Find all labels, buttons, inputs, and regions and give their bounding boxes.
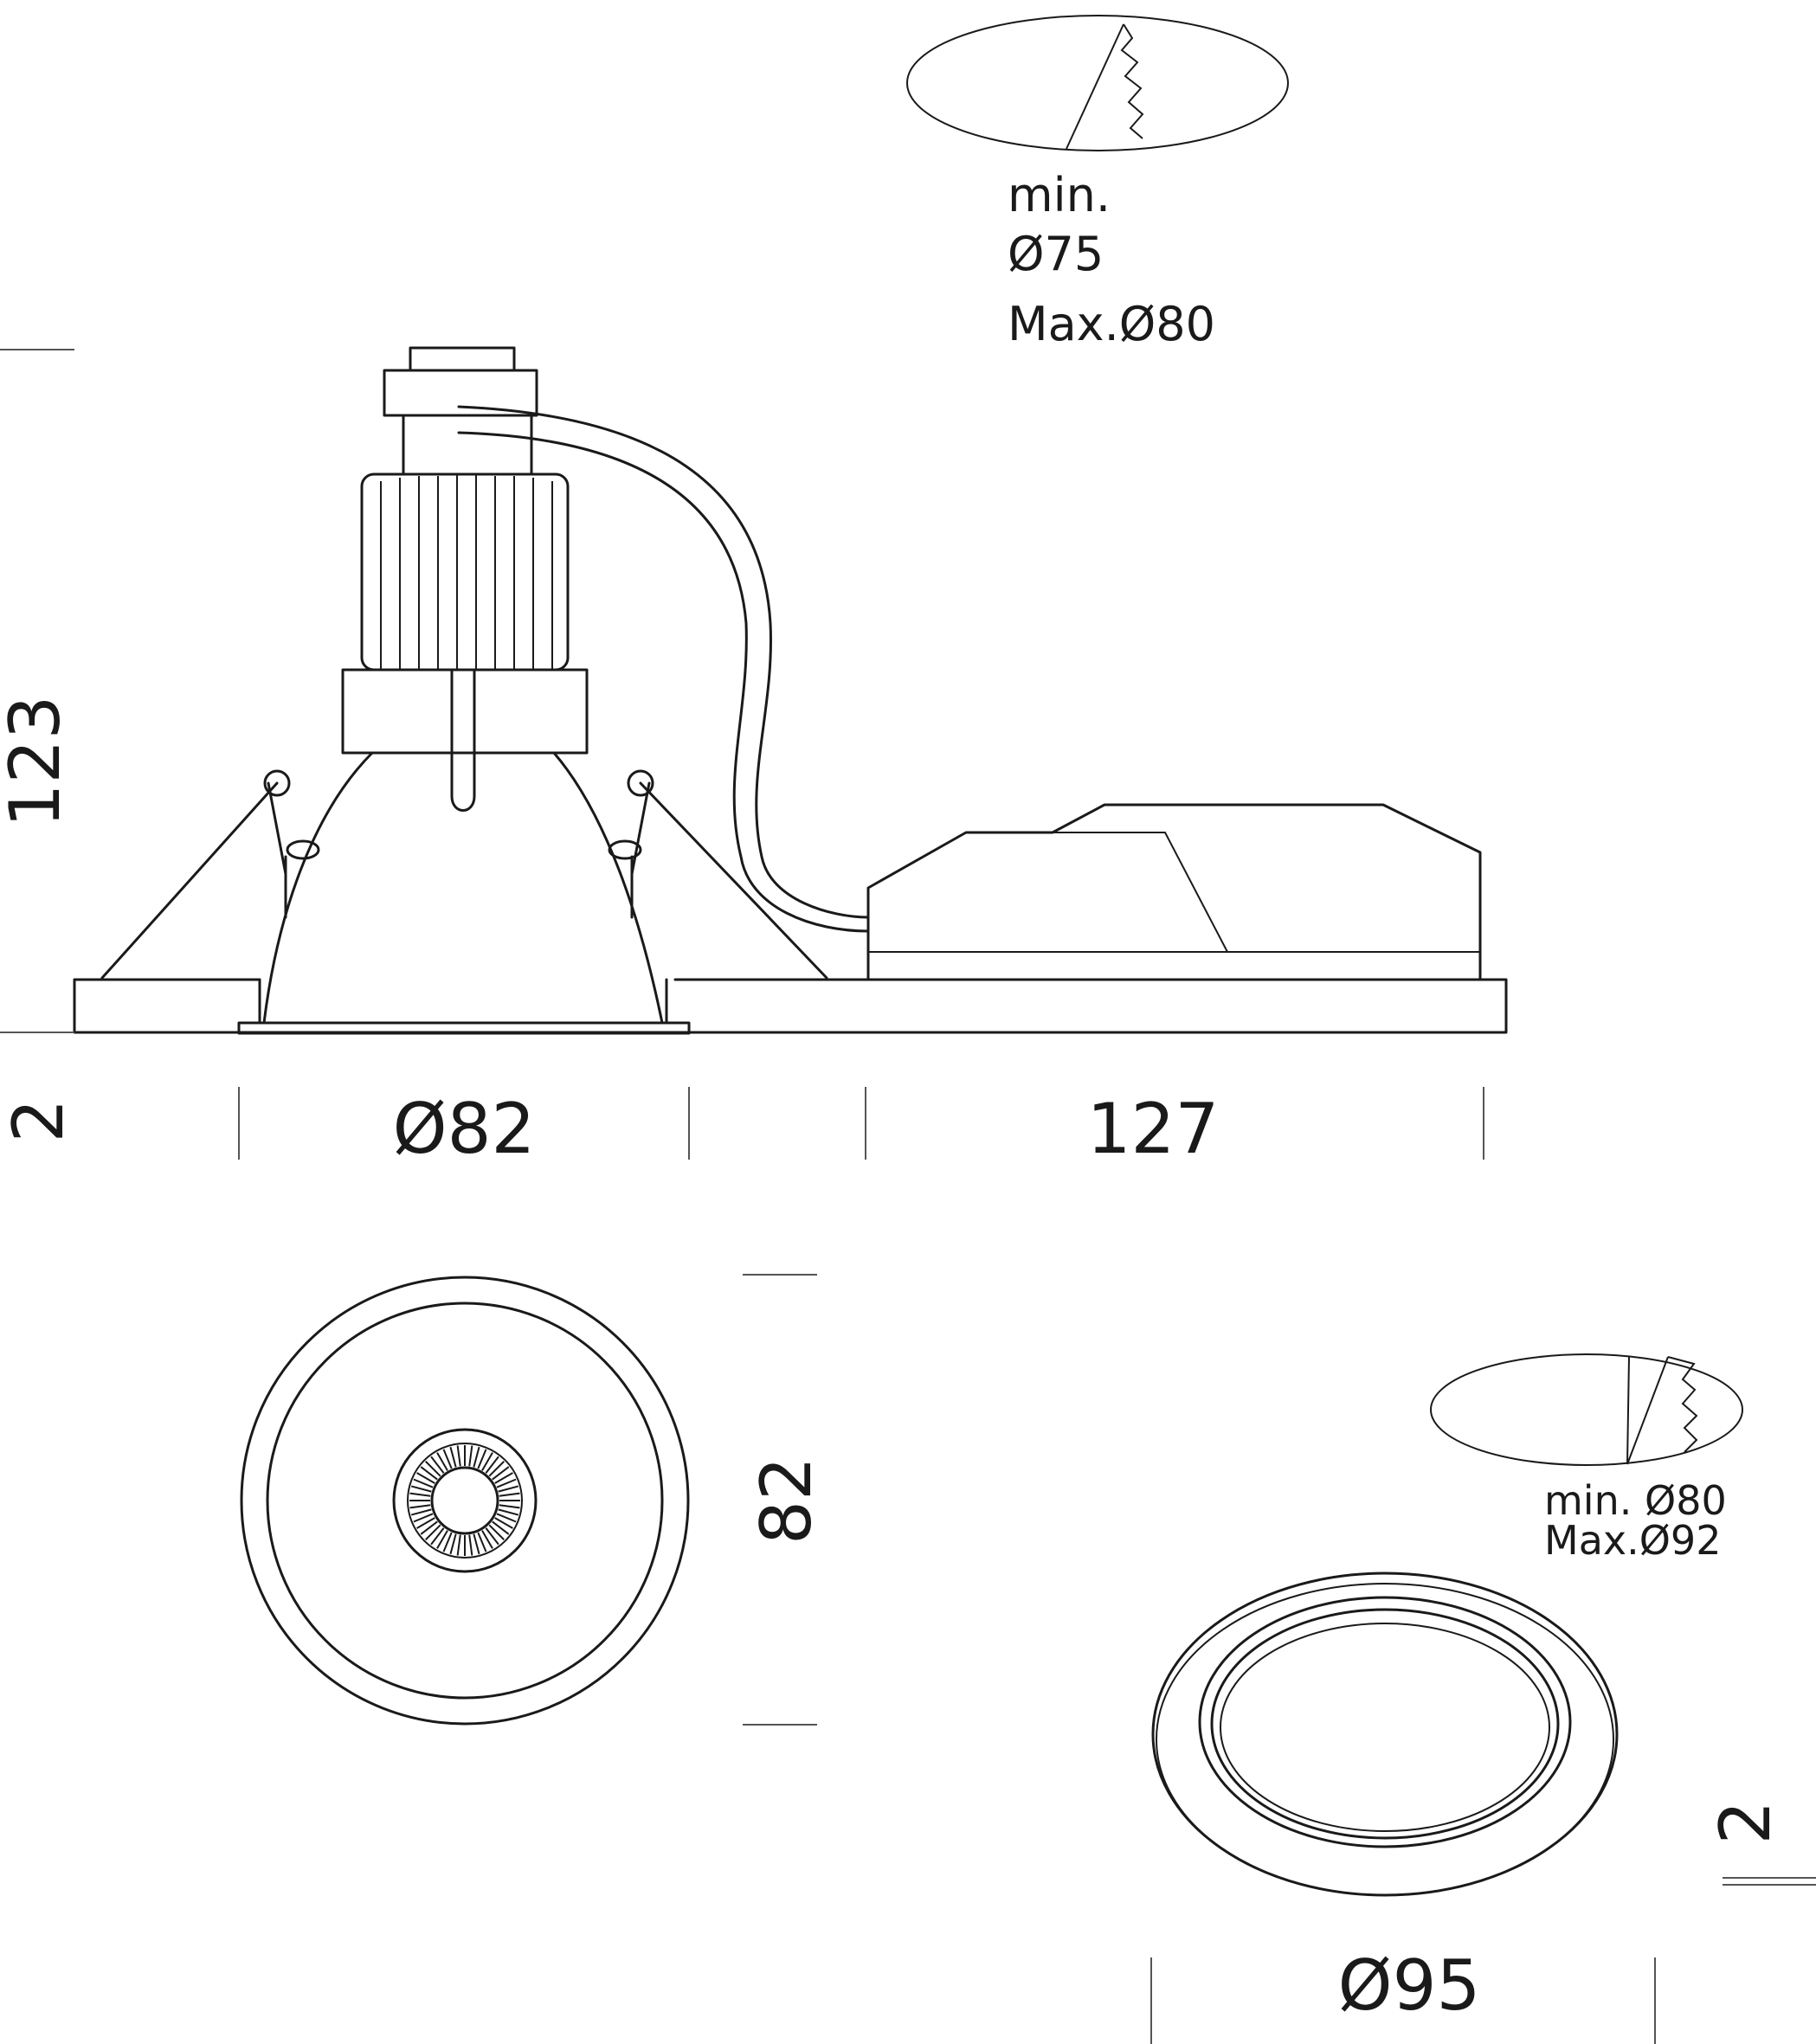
ceiling-cutout-icon-bottom	[1430, 1353, 1743, 1466]
lens-fin	[499, 1492, 520, 1497]
lens-fin	[488, 1524, 505, 1540]
lens-fin	[481, 1452, 493, 1471]
lens-fin	[498, 1485, 519, 1493]
dimension-diameter-front-label: Ø82	[393, 1089, 536, 1169]
lens-fin	[488, 1461, 505, 1477]
lens-fin	[477, 1449, 487, 1469]
dimension-ring-thickness-label: 2	[1705, 1801, 1786, 1845]
lens-fin	[473, 1446, 480, 1468]
lens-fin	[410, 1508, 432, 1516]
lens-fin	[494, 1517, 513, 1529]
lens-fin	[494, 1472, 513, 1484]
lens-fin	[420, 1520, 438, 1535]
lens-fin	[456, 1534, 461, 1556]
lens-fin	[496, 1478, 517, 1488]
spring-clip-left	[100, 769, 320, 980]
lens-fin	[409, 1504, 431, 1509]
lens-fin	[409, 1492, 431, 1497]
dimension-plan-diameter-label: 82	[746, 1456, 827, 1545]
lens-fin	[449, 1533, 457, 1555]
luminaire-side-view	[73, 346, 1508, 1035]
dimension-diameter-front	[238, 1087, 690, 1160]
lens-fin	[468, 1445, 473, 1467]
lens-fin	[413, 1513, 434, 1523]
lens-fin	[492, 1466, 510, 1481]
lens-fin	[477, 1532, 487, 1552]
lens-fin	[425, 1524, 441, 1540]
lens-fin	[416, 1472, 435, 1484]
lens-fin	[413, 1478, 434, 1488]
cutout-note-bottom-line1: min. Ø80	[1544, 1477, 1727, 1524]
lens-fin	[436, 1530, 448, 1549]
dimension-driver-length	[865, 1087, 1484, 1160]
cutout-note-bottom-line2: Max.Ø92	[1544, 1517, 1721, 1564]
lens-fins	[409, 1445, 520, 1556]
dimension-height	[0, 349, 74, 1033]
lens-fin	[481, 1530, 493, 1549]
dimension-plan-diameter	[743, 1274, 817, 1726]
trim-ring-view	[1151, 1572, 1619, 1897]
dimension-trim-thickness-label: 2	[0, 1099, 79, 1143]
lens-fin	[436, 1452, 448, 1471]
lens-fin	[442, 1449, 453, 1469]
lens-fin	[473, 1533, 480, 1555]
lens-fin	[420, 1466, 438, 1481]
lens-fin	[430, 1527, 445, 1546]
spring-clip-right	[608, 769, 828, 980]
lens-fin	[442, 1532, 453, 1552]
lens-fin	[485, 1527, 499, 1546]
cutout-note-top-line3: Max.Ø80	[1008, 297, 1215, 351]
lens-fin	[485, 1456, 499, 1474]
lens-fin	[492, 1520, 510, 1535]
lens-fin	[416, 1517, 435, 1529]
lens-fin	[449, 1446, 457, 1468]
dimension-ring-diameter-label: Ø95	[1338, 1945, 1481, 2026]
dimension-ring-diameter	[1150, 1957, 1656, 2044]
lens-fin	[430, 1456, 445, 1474]
cutout-note-top-line1: min.	[1008, 168, 1111, 222]
lens-fin	[456, 1445, 461, 1467]
lens-fin	[498, 1508, 519, 1516]
dimension-driver-length-label: 127	[1087, 1089, 1220, 1169]
lens-fin	[499, 1504, 520, 1509]
dimension-height-label: 123	[0, 696, 75, 828]
cutout-note-top-line2: Ø75	[1008, 227, 1104, 281]
lens-fin	[468, 1534, 473, 1556]
luminaire-plan-view	[240, 1276, 690, 1726]
lens-fin	[410, 1485, 432, 1493]
lens-fin	[496, 1513, 517, 1523]
lens-fin	[425, 1461, 441, 1477]
ceiling-cutout-icon-top	[906, 15, 1289, 151]
dimension-ring-thickness	[1723, 1877, 1816, 1886]
